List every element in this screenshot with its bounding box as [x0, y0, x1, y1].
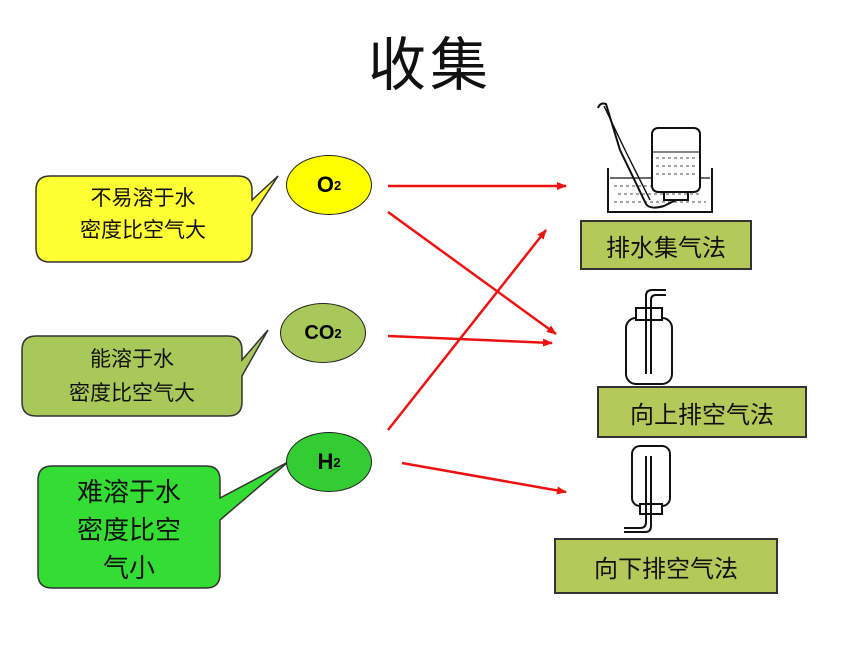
- callout-text-h2: 难溶于水 密度比空 气小: [40, 474, 218, 588]
- arrow-h2-to-downward: [401, 461, 567, 495]
- water-displacement-apparatus: [597, 102, 713, 213]
- arrow-h2-to-water: [387, 229, 547, 431]
- callout-o2-line2: 密度比空气大: [80, 218, 206, 242]
- method-water-displacement-label: 排水集气法: [580, 220, 752, 270]
- arrow-co2-to-upward: [387, 334, 553, 347]
- gas-h2-symbol: H: [317, 449, 334, 474]
- callout-text-co2: 能溶于水 密度比空气大: [24, 342, 240, 410]
- callout-o2-line1: 不易溶于水: [90, 186, 196, 210]
- gas-o2-symbol: O: [316, 172, 334, 197]
- gas-co2-symbol: CO: [304, 321, 335, 344]
- callout-bubble-h2: [37, 461, 289, 589]
- callout-h2-line3: 气小: [102, 554, 155, 584]
- gas-co2-subscript: 2: [334, 325, 342, 341]
- callout-bubble-co2: [21, 329, 269, 417]
- downward-air-displacement-apparatus: [624, 445, 671, 533]
- callout-co2-line2: 密度比空气大: [69, 381, 195, 405]
- callout-bubble-o2: [35, 175, 279, 263]
- method-downward-air-label: 向下排空气法: [554, 538, 778, 594]
- method-upward-air-label: 向上排空气法: [597, 386, 807, 438]
- arrow-o2-to-upward: [387, 210, 557, 336]
- upward-air-displacement-apparatus: [625, 289, 673, 385]
- callout-co2-line1: 能溶于水: [90, 347, 174, 371]
- page-title: 收集: [367, 31, 492, 99]
- gas-o2-subscript: 2: [333, 177, 342, 193]
- callout-text-o2: 不易溶于水 密度比空气大: [40, 182, 246, 246]
- callout-h2-line2: 密度比空: [76, 516, 181, 546]
- gas-h2-subscript: 2: [333, 454, 341, 470]
- callout-h2-line1: 难溶于水: [76, 478, 181, 508]
